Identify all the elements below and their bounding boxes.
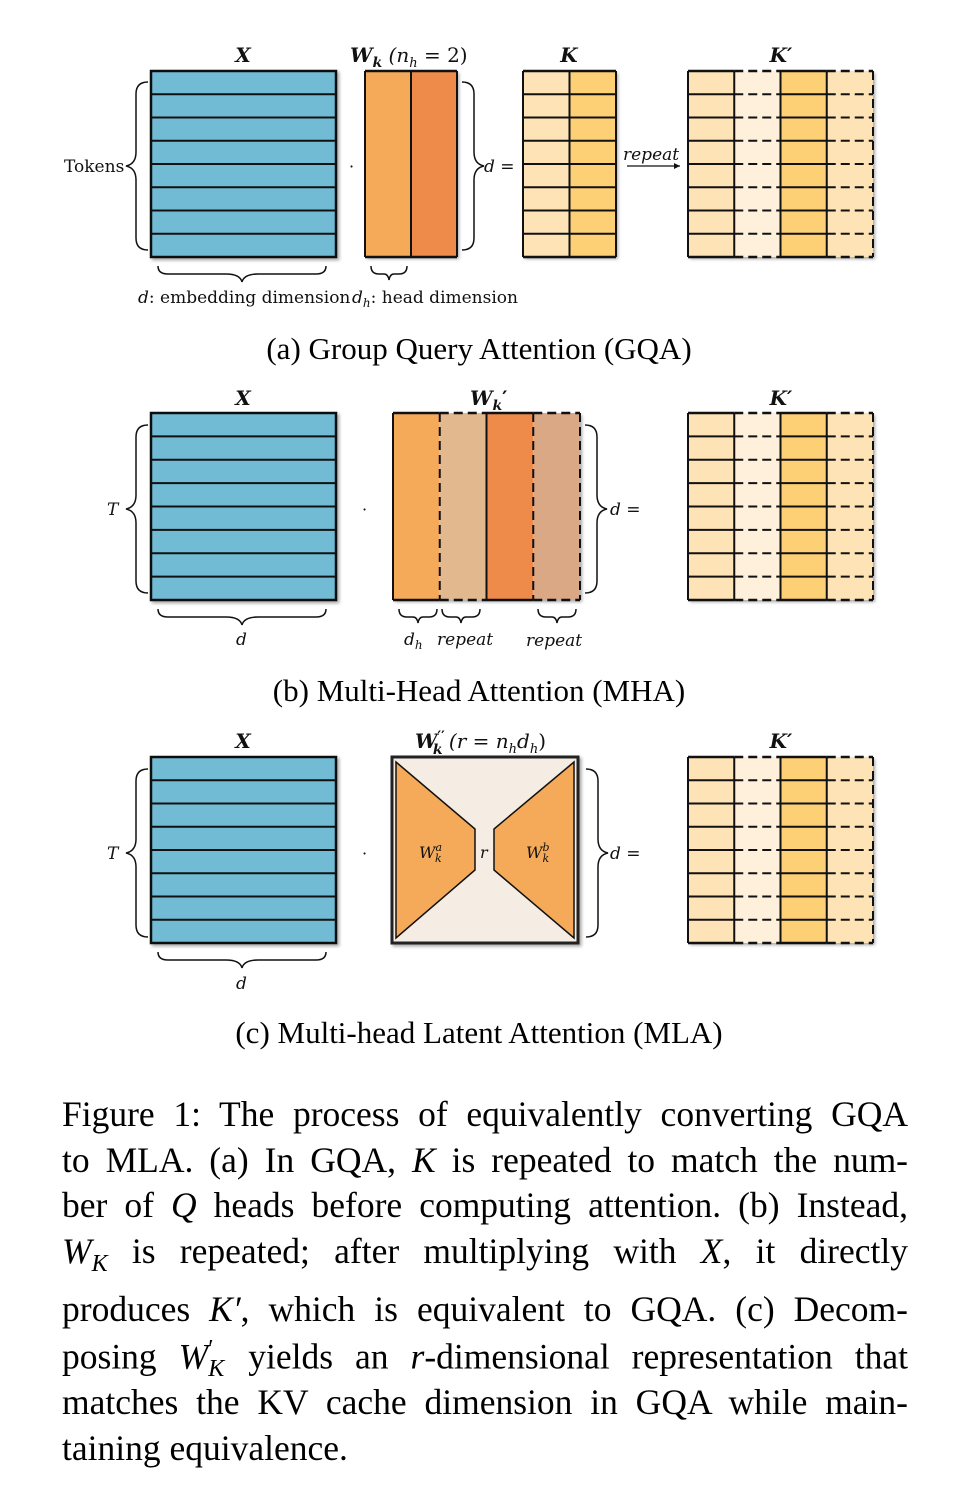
- d-width-brace: [157, 951, 327, 969]
- wk-prime-column: [439, 413, 487, 600]
- x-matrix-title: X: [233, 43, 252, 67]
- wk-prime-matrix-title: Wk′: [470, 386, 507, 414]
- wk-matrix-title: Wk (nh = 2): [350, 43, 468, 71]
- dot-operator: ·: [349, 157, 354, 176]
- wk-matrix: [364, 69, 458, 259]
- embedding-dimension-label: d: embedding dimension: [138, 288, 350, 308]
- math-symbol: K′: [209, 1289, 241, 1330]
- k-prime-matrix-title: K′: [769, 43, 793, 67]
- r-label: r: [480, 843, 489, 862]
- x-matrix: [149, 755, 338, 945]
- repeat-label: repeat: [623, 145, 679, 165]
- wk-a-trapezoid: [395, 760, 476, 940]
- d-equals-label: d =: [610, 844, 641, 864]
- dot-operator: ·: [362, 844, 367, 863]
- k-prime-matrix: [687, 69, 874, 259]
- t-brace: [125, 424, 149, 594]
- caption-line: Figure 1: The process of equivalently co…: [62, 1094, 908, 1134]
- k-prime-matrix: [687, 755, 874, 945]
- wk-prime-column: [393, 413, 440, 600]
- wk-b-trapezoid: [493, 760, 575, 940]
- math-symbol: r: [410, 1336, 425, 1377]
- wk-prime-matrix: [392, 411, 581, 602]
- math-symbol: W: [62, 1230, 92, 1271]
- wk-prime-column: [486, 413, 534, 600]
- subcaption-a: (a) Group Query Attention (GQA): [266, 331, 691, 366]
- caption-line: posing W′K yields an r-dimensional repre…: [62, 1333, 908, 1383]
- panel-b-mha: X Wk′ K′ T · d = d dh repeat repeat (b) …: [107, 386, 874, 708]
- subcaption-b: (b) Multi-Head Attention (MHA): [273, 673, 685, 708]
- caption-line: taining equivalence.: [62, 1427, 348, 1468]
- embedding-dim-brace: [157, 265, 327, 283]
- x-matrix: [149, 411, 338, 602]
- repeat-brace-2: [537, 608, 577, 624]
- math-subsup: ′K: [208, 1336, 225, 1383]
- math-symbol: K: [411, 1139, 436, 1180]
- d-brace: [585, 768, 609, 938]
- caption-line: ber of Q heads before computing attentio…: [62, 1185, 908, 1226]
- x-matrix-title: X: [233, 729, 252, 753]
- repeat-label-1: repeat: [437, 630, 493, 650]
- k-matrix: [522, 69, 617, 259]
- figure-caption: Figure 1: The process of equivalently co…: [62, 1092, 908, 1471]
- t-label: T: [107, 500, 120, 520]
- dh-brace: [398, 608, 438, 624]
- repeat-arrow-head: [674, 163, 680, 169]
- k-matrix-title: K: [559, 43, 579, 67]
- t-brace: [125, 768, 149, 938]
- caption-line: matches the KV cache dimension in GQA wh…: [62, 1382, 908, 1423]
- panel-a-gqa: X Wk (nh = 2) K K′ Tokens · d = repeat d…: [64, 43, 874, 366]
- d-brace: [461, 81, 485, 251]
- k-prime-matrix: [687, 411, 874, 602]
- caption-line: produces K′, which is equivalent to GQA.…: [62, 1289, 908, 1330]
- math-symbol: W: [178, 1336, 209, 1377]
- math-symbol: Q: [170, 1185, 197, 1226]
- tokens-label: Tokens: [64, 157, 124, 177]
- t-label: T: [107, 844, 120, 864]
- caption-line: WK is repeated; after multiplying with X…: [62, 1230, 908, 1277]
- d-label: d: [236, 974, 247, 994]
- d-equals-label: d =: [610, 500, 641, 520]
- k-prime-matrix-title: K′: [769, 729, 793, 753]
- tokens-brace: [125, 81, 149, 251]
- d-width-brace: [157, 608, 327, 626]
- subcaption-c: (c) Multi-head Latent Attention (MLA): [235, 1015, 722, 1050]
- x-matrix-title: X: [233, 386, 252, 410]
- math-symbol: X: [700, 1230, 723, 1271]
- dot-operator: ·: [362, 500, 367, 519]
- wk-double-prime-title: W′′k (r = nhdh): [415, 729, 546, 758]
- wk-prime-column: [533, 413, 580, 600]
- dh-label: dh: [404, 630, 423, 652]
- d-brace: [584, 424, 608, 594]
- repeat-brace-1: [441, 608, 481, 624]
- head-dimension-label: dh: head dimension: [352, 288, 518, 310]
- k-prime-matrix-title: K′: [769, 386, 793, 410]
- d-equals-label: d =: [484, 157, 515, 177]
- caption-line: to MLA. (a) In GQA, K is repeated to mat…: [62, 1139, 908, 1180]
- x-matrix: [149, 69, 338, 259]
- math-subscript: K: [91, 1250, 108, 1277]
- d-label: d: [236, 630, 247, 650]
- head-dim-brace: [370, 265, 408, 281]
- figure-diagram: X Wk (nh = 2) K K′ Tokens · d = repeat d…: [64, 43, 874, 1050]
- wk-column: [411, 71, 457, 257]
- wk-column: [365, 71, 411, 257]
- repeat-label-2: repeat: [526, 631, 582, 651]
